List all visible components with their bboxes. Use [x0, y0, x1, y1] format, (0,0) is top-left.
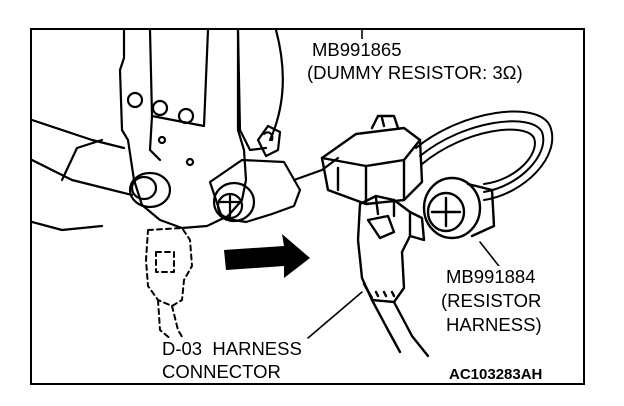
resistor-harness-connector — [422, 176, 496, 240]
mounted-connector — [208, 124, 340, 224]
harness-connector-label-line2: CONNECTOR — [160, 361, 283, 383]
connector-illustration — [32, 30, 554, 358]
bracket-grommet — [128, 171, 172, 209]
engine-bracket — [32, 30, 284, 232]
figure-code: AC103283AH — [449, 366, 543, 383]
harness-plug — [356, 194, 430, 358]
resistor-harness-wires — [415, 110, 554, 201]
harness-connector-label-line1: D-03 HARNESS — [160, 338, 304, 360]
dummy-resistor-connector — [320, 114, 424, 206]
d03-connector-dashed — [145, 227, 193, 341]
dummy-resistor-description: (DUMMY RESISTOR: 3Ω) — [305, 62, 525, 84]
resistor-harness-label-line2: (RESISTOR — [439, 290, 544, 312]
dummy-resistor-part-number: MB991865 — [310, 39, 404, 61]
direction-arrow — [224, 234, 310, 278]
figure-frame — [30, 28, 585, 385]
resistor-harness-label-line3: HARNESS) — [444, 314, 544, 336]
resistor-harness-part-number: MB991884 — [444, 266, 538, 288]
